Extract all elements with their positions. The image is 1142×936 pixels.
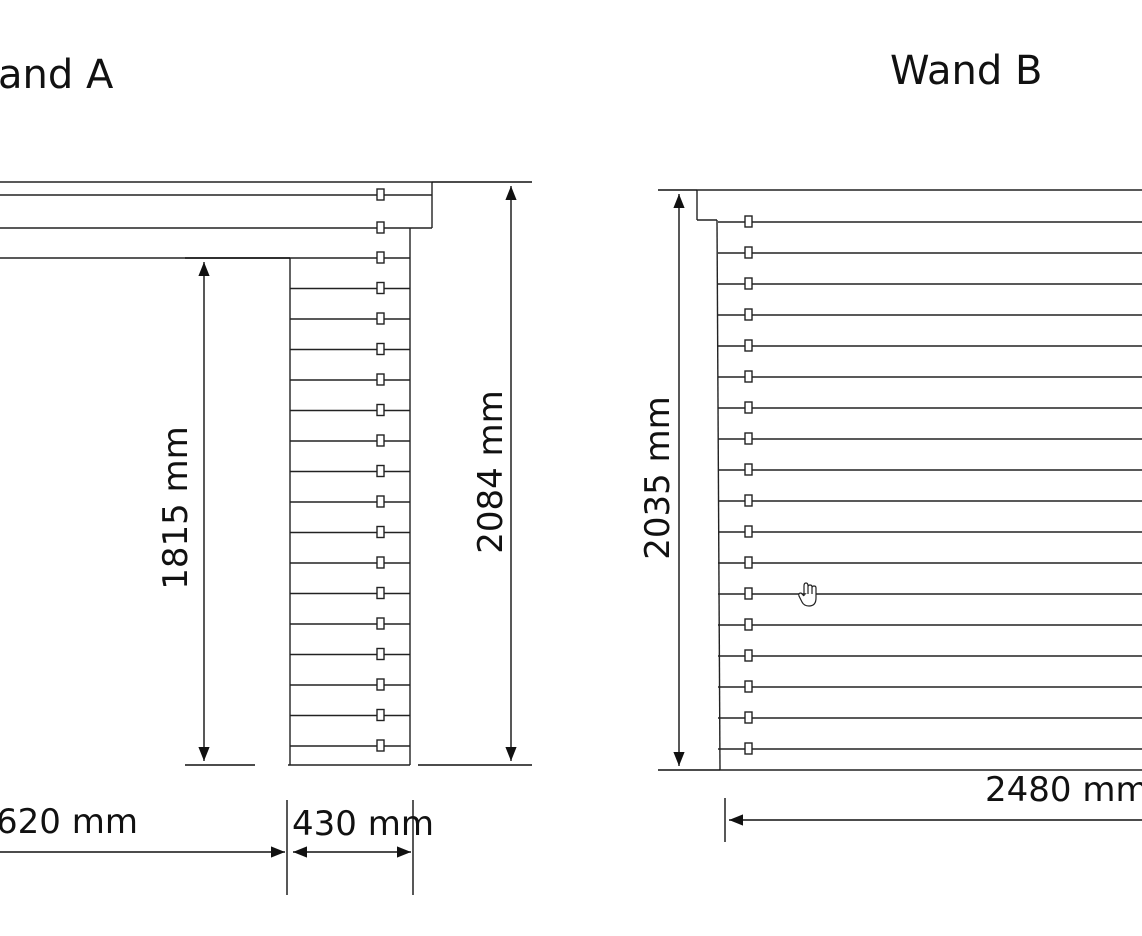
wall-a-connector [376, 739, 385, 752]
wall-a-opening-width-label: 620 mm [0, 802, 138, 842]
wall-a-connector [376, 221, 385, 234]
wall-a-connector [376, 464, 385, 478]
wall-b-dimensions [658, 189, 1142, 842]
wall-b-connector [744, 463, 753, 476]
wall-a-connector [376, 617, 385, 630]
wall-b-connector [744, 525, 753, 538]
wall-a-connector [376, 434, 385, 447]
wall-b-connector [744, 742, 753, 755]
wall-b-connector [744, 246, 753, 259]
wall-b-connector [744, 277, 753, 290]
wall-a-connector [376, 251, 385, 264]
wall-a-total-height-label: 2084 mm [471, 390, 511, 554]
wall-b-connector [744, 494, 753, 507]
wall-b-connector [744, 711, 753, 724]
wall-b-connector [744, 587, 753, 600]
wall-b-planks [718, 215, 1142, 755]
wall-a-connector [376, 708, 385, 722]
hand-pointer-icon [798, 582, 817, 607]
wall-a-connector [376, 495, 385, 508]
wall-a-connector [376, 556, 385, 569]
wall-b-title: Wand B [890, 48, 1043, 94]
wall-a-connector [376, 403, 385, 417]
wall-a-side-width-label: 430 mm [292, 804, 434, 844]
wall-b-connector [744, 401, 753, 414]
wall-b-connector [744, 432, 753, 445]
wall-a-connector [376, 342, 385, 356]
wall-a-connector [376, 647, 385, 661]
wall-a-dimensions [0, 181, 532, 895]
wall-b-connector [744, 370, 753, 383]
wall-b-connector [744, 680, 753, 693]
wall-a-connector [376, 373, 385, 386]
wall-b-total-height-label: 2035 mm [638, 396, 678, 560]
wall-a-connector [376, 188, 385, 201]
wall-a-connector [376, 678, 385, 691]
wall-b-left-edge [716, 219, 721, 771]
wall-a-drawing [0, 181, 433, 766]
wall-a-title: and A [0, 52, 114, 98]
wall-b-drawing [696, 189, 1142, 771]
wall-a-connector [376, 586, 385, 600]
wall-b-connector [744, 339, 753, 352]
wall-b-connector [744, 308, 753, 321]
wall-a-connector [376, 312, 385, 325]
wall-a-door-height-label: 1815 mm [156, 426, 196, 590]
wall-a-connector [376, 281, 385, 295]
wall-a-connector [376, 525, 385, 539]
wall-b-connector [744, 556, 753, 569]
wall-b-connector [744, 618, 753, 631]
wall-b-connector [744, 215, 753, 228]
wall-b-connector [744, 649, 753, 662]
wall-a-planks [290, 188, 410, 752]
wall-b-total-width-label: 2480 mm [985, 770, 1142, 810]
